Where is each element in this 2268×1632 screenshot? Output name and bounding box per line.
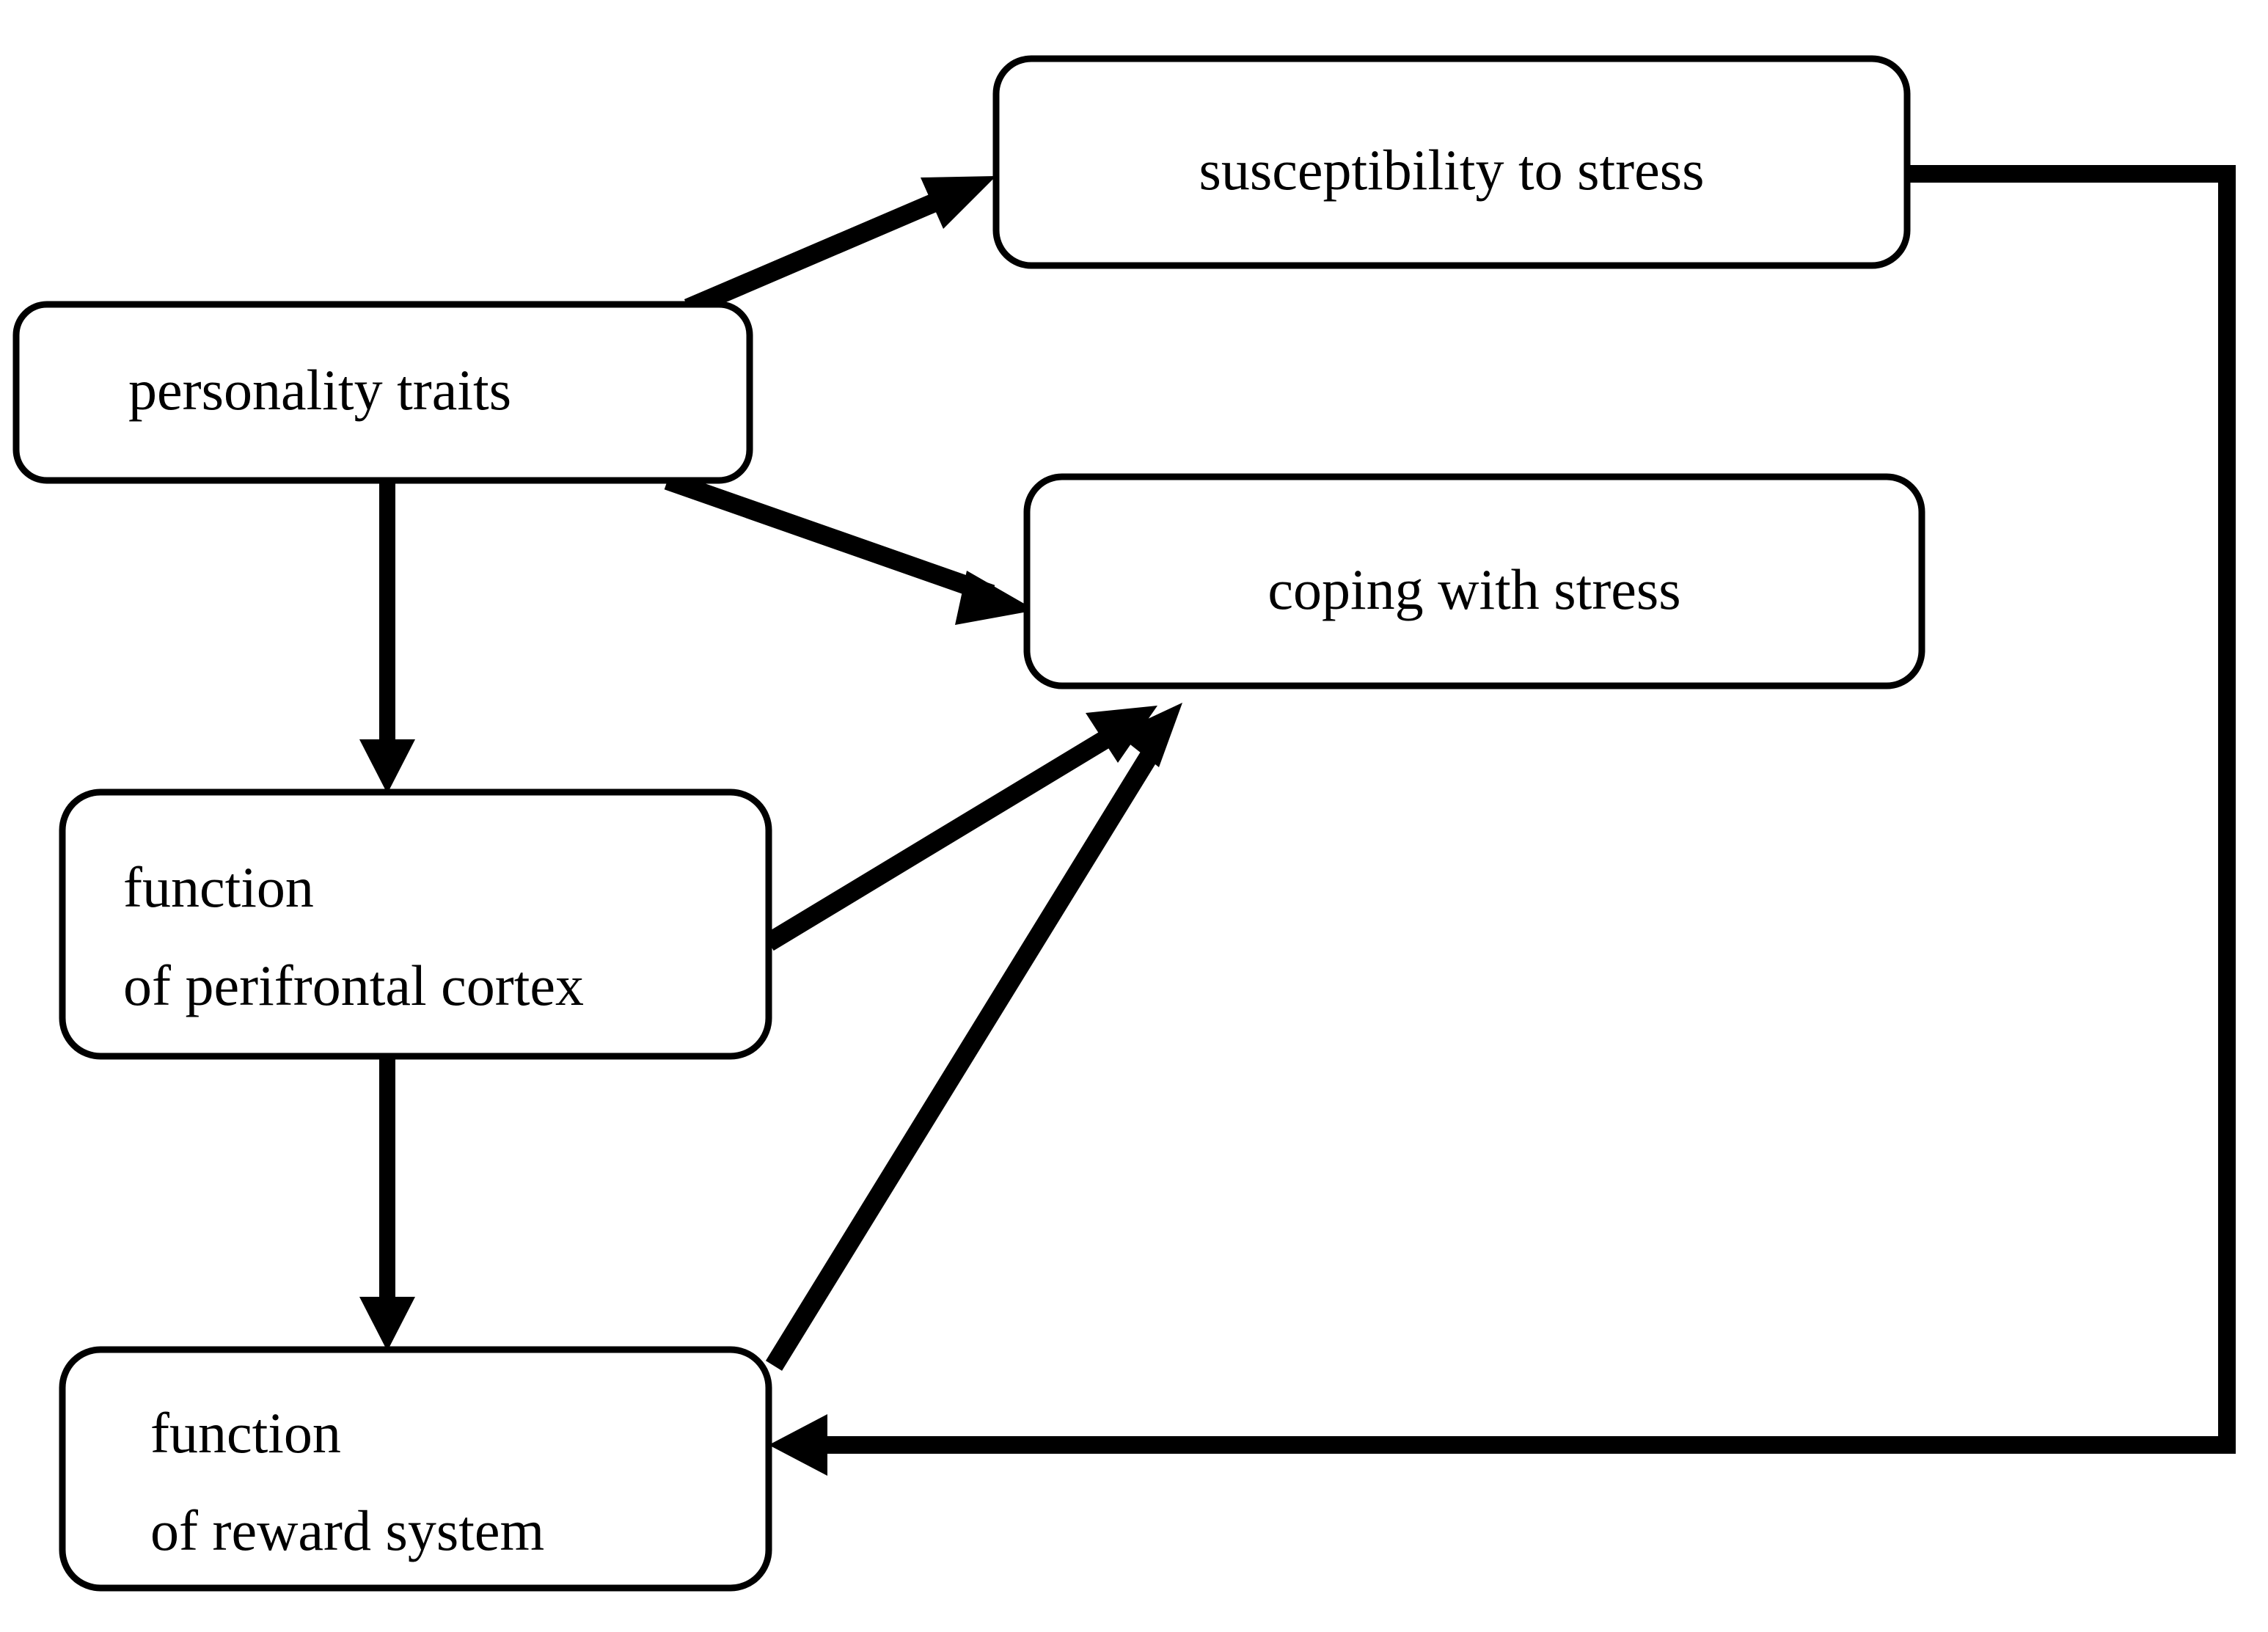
node-function-of-perifrontal-cortex-label-line1: function	[123, 855, 314, 919]
node-coping-with-stress-box[interactable]	[1023, 473, 1925, 689]
node-personality-traits[interactable]: personality traits	[12, 301, 753, 484]
edge-traits-to-perifrontal	[359, 480, 415, 794]
node-function-of-reward-system[interactable]: function of reward system	[59, 1346, 772, 1592]
node-function-of-perifrontal-cortex-label-line2: of perifrontal cortex	[123, 954, 584, 1017]
node-susceptibility-to-stress-box[interactable]	[992, 55, 1911, 269]
node-susceptibility-to-stress[interactable]: susceptibility to stress	[992, 55, 1911, 269]
node-function-of-reward-system-label-line2: of reward system	[150, 1499, 544, 1562]
node-function-of-reward-system-label-line1: function	[150, 1401, 341, 1465]
edge-reward-to-coping	[765, 703, 1182, 1371]
node-coping-with-stress-label: coping with stress	[1267, 557, 1680, 621]
node-function-of-reward-system-box[interactable]	[59, 1346, 772, 1592]
node-susceptibility-to-stress-label: susceptibility to stress	[1199, 138, 1705, 202]
edge-traits-to-susceptibility	[684, 176, 996, 317]
node-personality-traits-box[interactable]	[12, 301, 753, 484]
node-function-of-perifrontal-cortex-box[interactable]	[59, 788, 772, 1060]
edge-traits-to-coping	[664, 471, 1036, 625]
node-personality-traits-label: personality traits	[128, 358, 511, 422]
node-coping-with-stress[interactable]: coping with stress	[1023, 473, 1925, 689]
node-function-of-perifrontal-cortex[interactable]: function of perifrontal cortex	[59, 788, 772, 1060]
edge-perifrontal-to-reward	[359, 1056, 415, 1351]
edge-susceptibility-to-reward	[769, 165, 2236, 1476]
